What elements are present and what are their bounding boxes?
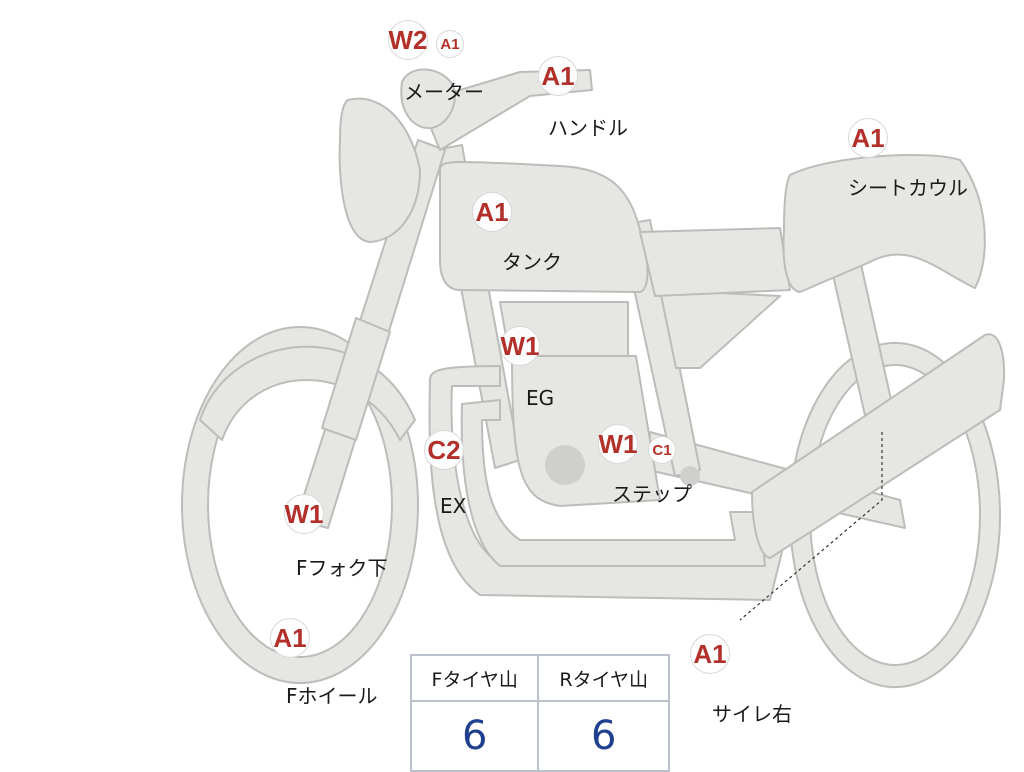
marker-subcode-meter: A1 <box>436 30 464 58</box>
marker-code-meter: W2 <box>388 20 428 60</box>
seat <box>639 227 791 297</box>
part-label-handle: ハンドル <box>548 116 628 140</box>
headlight <box>338 97 421 243</box>
part-label-engine: EG <box>526 386 555 410</box>
marker-subcode-step: C1 <box>648 436 676 464</box>
marker-code-seat: A1 <box>848 118 888 158</box>
tire-tread-table: Fタイヤ山 Rタイヤ山 6 6 <box>409 654 670 772</box>
marker-code-step: W1 <box>598 424 638 464</box>
exhaust-pipe <box>428 365 791 601</box>
part-label-fork: Fフォク下 <box>296 556 388 580</box>
muffler <box>751 333 1006 559</box>
rear-tire-value: 6 <box>537 700 670 772</box>
front-tire-header: Fタイヤ山 <box>409 654 540 702</box>
muffler-leader-line <box>739 432 883 621</box>
exhaust-pipe <box>460 399 766 567</box>
part-label-meter: メーター <box>404 80 484 104</box>
fork-cover <box>321 317 391 441</box>
marker-code-exhaust: C2 <box>424 430 464 470</box>
side-cover <box>659 289 781 369</box>
part-label-tank: タンク <box>502 250 562 274</box>
part-label-muffler: サイレ右 <box>712 702 792 726</box>
tail-cowl <box>782 154 986 293</box>
part-label-step: ステップ <box>612 482 692 506</box>
engine-cover <box>545 445 585 485</box>
step-peg <box>680 466 700 486</box>
marker-code-fork: W1 <box>284 494 324 534</box>
marker-code-handle: A1 <box>538 56 578 96</box>
part-label-fwheel: Fホイール <box>286 684 378 708</box>
meter <box>400 68 456 130</box>
rear-tire-header: Rタイヤ山 <box>537 654 670 702</box>
marker-code-muffler: A1 <box>690 634 730 674</box>
marker-code-engine: W1 <box>500 326 540 366</box>
front-tire-value: 6 <box>409 700 540 772</box>
marker-code-fwheel: A1 <box>270 618 310 658</box>
marker-code-tank: A1 <box>472 192 512 232</box>
part-label-seat: シートカウル <box>848 176 968 200</box>
table-header-row: Fタイヤ山 Rタイヤ山 <box>409 654 670 702</box>
table-value-row: 6 6 <box>409 700 670 772</box>
part-label-exhaust: EX <box>440 494 467 518</box>
rear-wheel <box>789 342 1001 688</box>
